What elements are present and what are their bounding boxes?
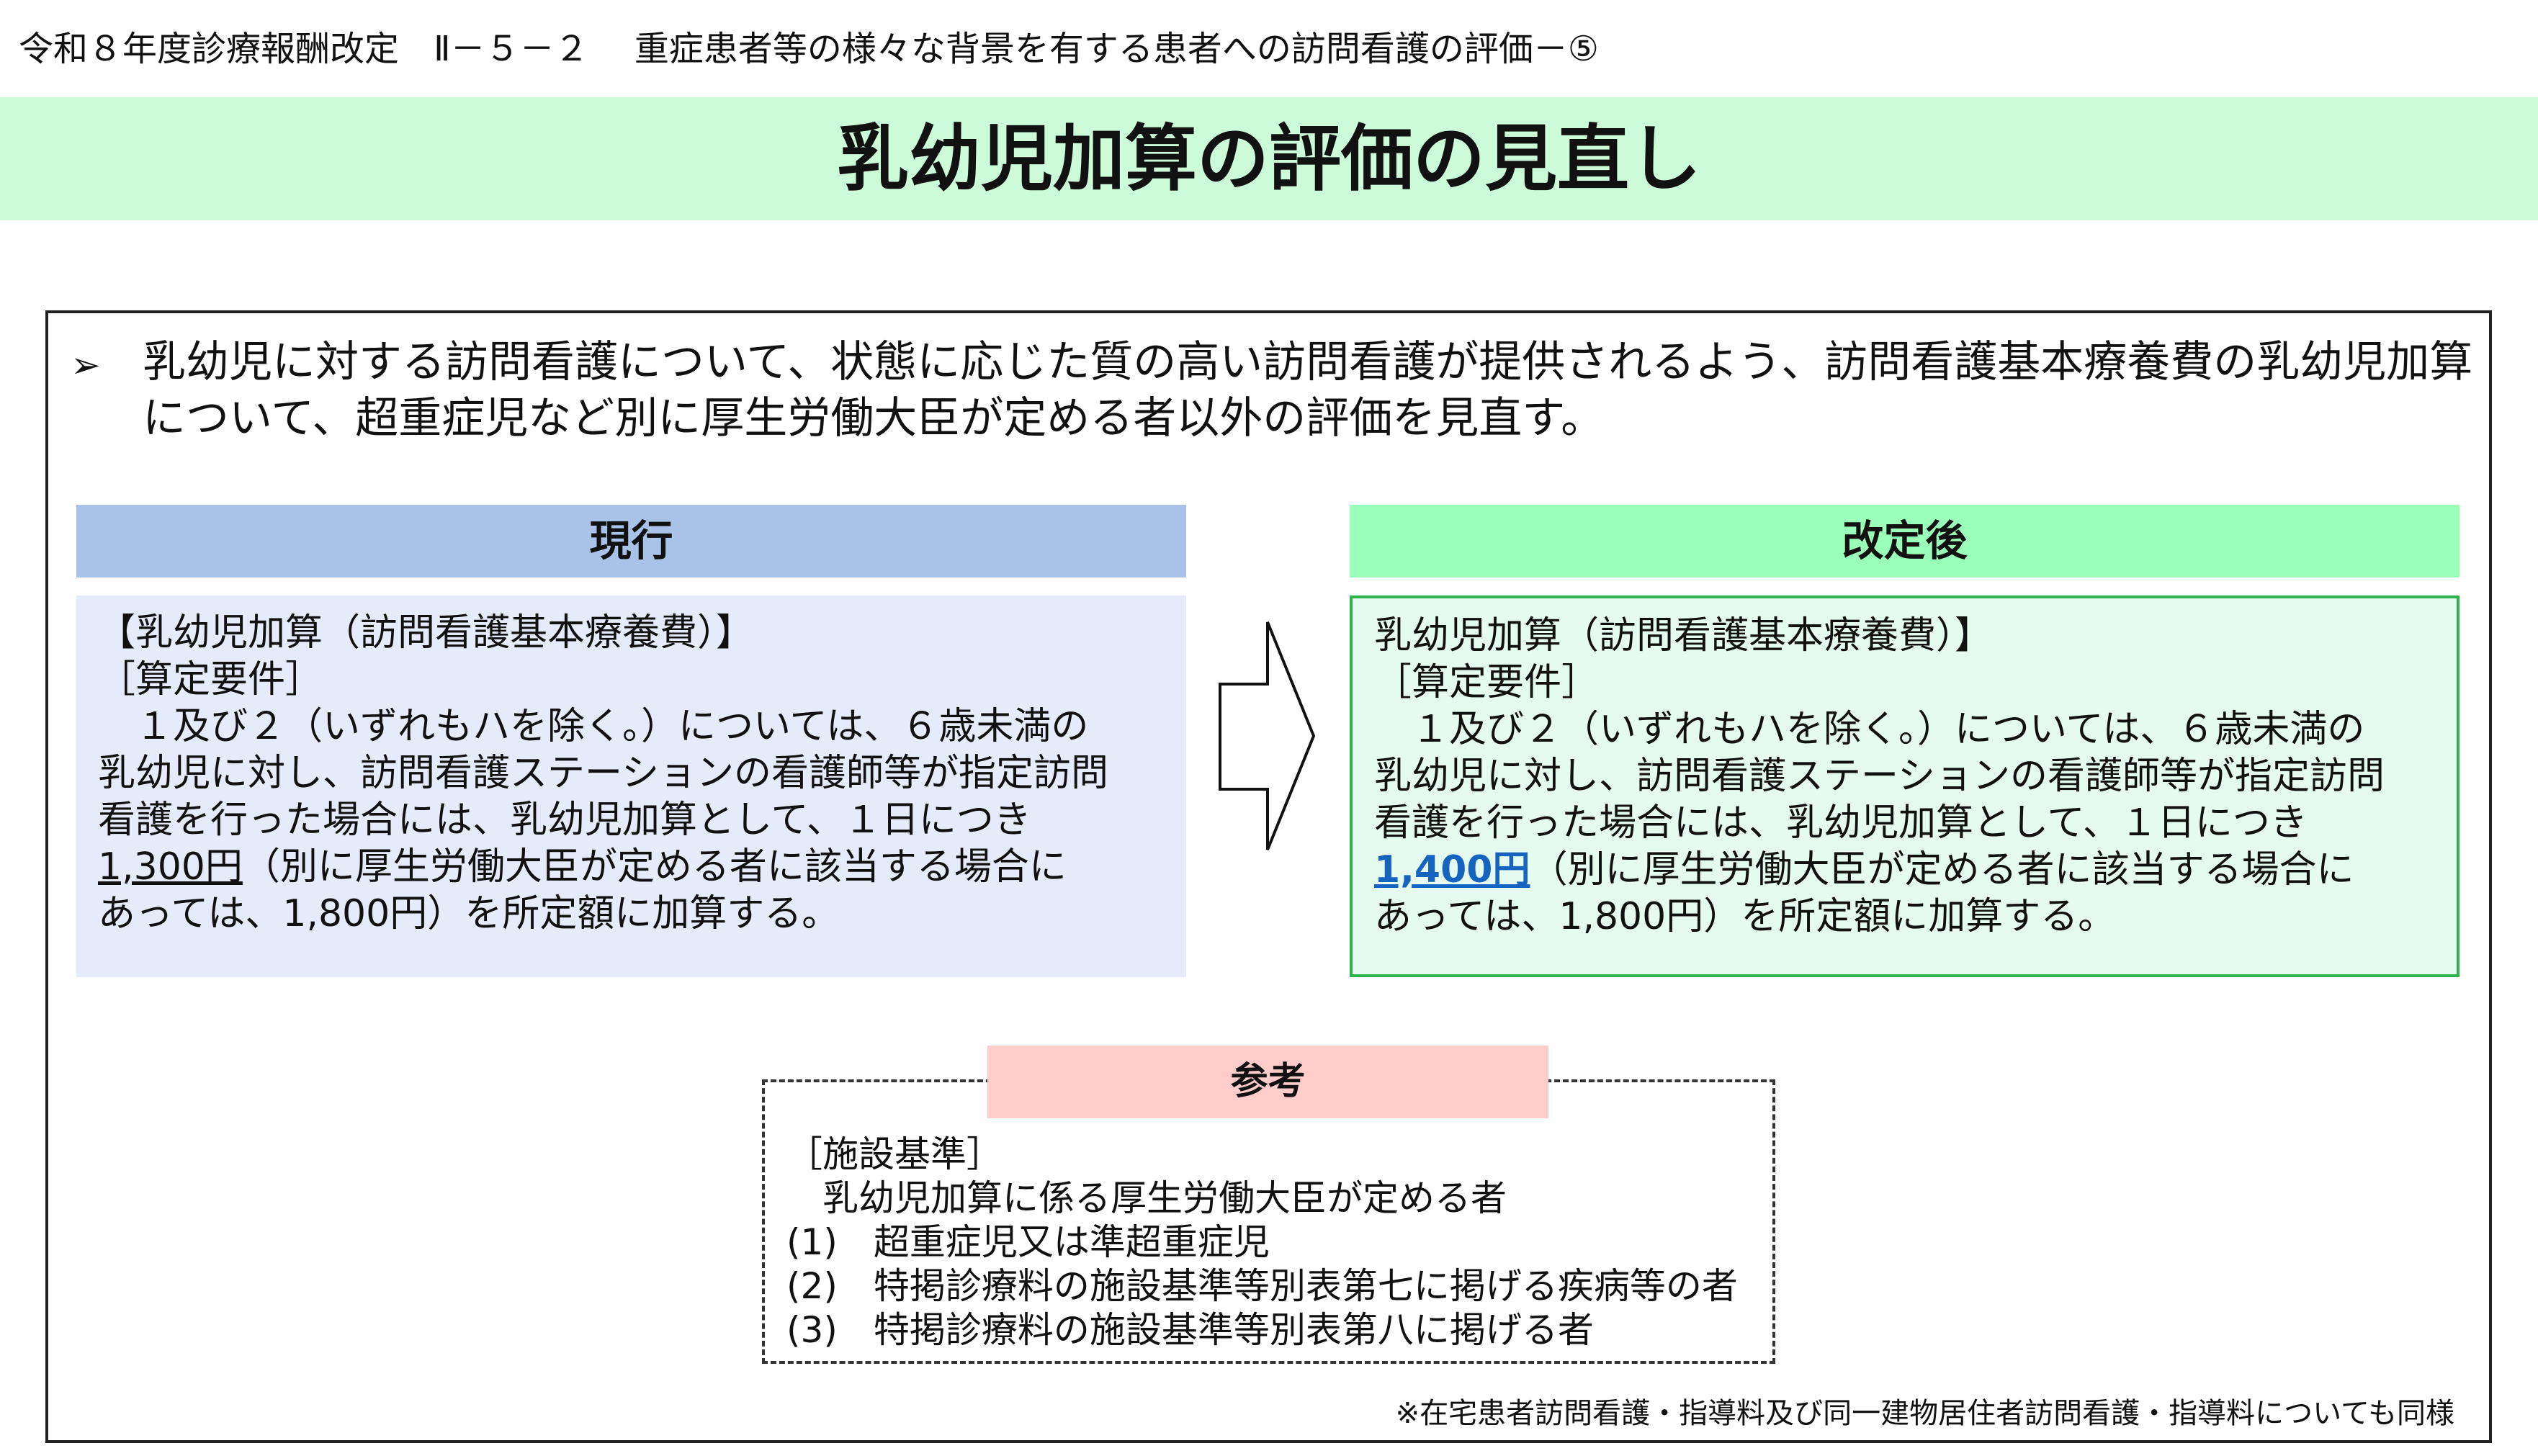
content-frame — [45, 310, 2492, 1443]
footnote: ※在宅患者訪問看護・指導料及び同一建物居住者訪問看護・指導料についても同様 — [1395, 1397, 2454, 1430]
text-line: 乳幼児に対し、訪問看護ステーションの看護師等が指定訪問 — [1374, 755, 2385, 798]
current-heading: 現行 — [76, 505, 1186, 578]
text-line: あっては、1,800円）を所定額に加算する。 — [98, 892, 840, 935]
reference-line: (1) 超重症児又は準超重症児 — [786, 1221, 1270, 1263]
text-line: （別に厚生労働大臣が定める者に該当する場合に — [242, 845, 1067, 889]
reference-line: ［施設基準］ — [786, 1133, 1003, 1175]
current-panel: 【乳幼児加算（訪問看護基本療養費）】 ［算定要件］ １及び２（いずれもハを除く。… — [76, 596, 1186, 977]
text-line: 【乳幼児加算（訪問看護基本療養費）】 — [98, 611, 754, 655]
reference-box: ［施設基準］ 乳幼児加算に係る厚生労働大臣が定める者 (1) 超重症児又は準超重… — [762, 1079, 1775, 1364]
revised-panel: 乳幼児加算（訪問看護基本療養費）】 ［算定要件］ １及び２（いずれもハを除く。）… — [1350, 596, 2459, 977]
revised-amount: 1,400円 — [1374, 848, 1530, 891]
revised-heading: 改定後 — [1350, 505, 2459, 578]
current-amount: 1,300円 — [98, 845, 243, 889]
text-line: 看護を行った場合には、乳幼児加算として、１日につき — [1374, 801, 2308, 845]
text-line: 看護を行った場合には、乳幼児加算として、１日につき — [98, 799, 1031, 842]
text-line: １及び２（いずれもハを除く。）については、６歳未満の — [1374, 708, 2365, 751]
text-line: ［算定要件］ — [1374, 661, 1600, 704]
reference-line: (3) 特掲診療料の施設基準等別表第八に掲げる者 — [786, 1309, 1594, 1351]
arrow-right-icon — [1219, 621, 1316, 850]
reference-label: 参考 — [987, 1046, 1548, 1118]
title-band — [0, 97, 2538, 220]
text-line: ［算定要件］ — [98, 658, 323, 701]
reference-line: (2) 特掲診療料の施設基準等別表第七に掲げる疾病等の者 — [786, 1265, 1738, 1307]
reference-line: 乳幼児加算に係る厚生労働大臣が定める者 — [786, 1177, 1507, 1219]
breadcrumb: 令和８年度診療報酬改定 Ⅱ－５－２ 重症患者等の様々な背景を有する患者への訪問看… — [19, 29, 1599, 69]
summary-text: 乳幼児に対する訪問看護について、状態に応じた質の高い訪問看護が提供されるよう、訪… — [143, 337, 2473, 444]
text-line: あっては、1,800円）を所定額に加算する。 — [1374, 895, 2116, 938]
text-line: １及び２（いずれもハを除く。）については、６歳未満の — [98, 705, 1089, 748]
text-line: （別に厚生労働大臣が定める者に該当する場合に — [1530, 848, 2354, 891]
page-title: 乳幼児加算の評価の見直し — [837, 117, 1701, 201]
bullet-arrow-icon: ➢ — [71, 344, 101, 386]
text-line: 乳幼児に対し、訪問看護ステーションの看護師等が指定訪問 — [98, 752, 1108, 795]
text-line: 乳幼児加算（訪問看護基本療養費）】 — [1374, 614, 1993, 657]
